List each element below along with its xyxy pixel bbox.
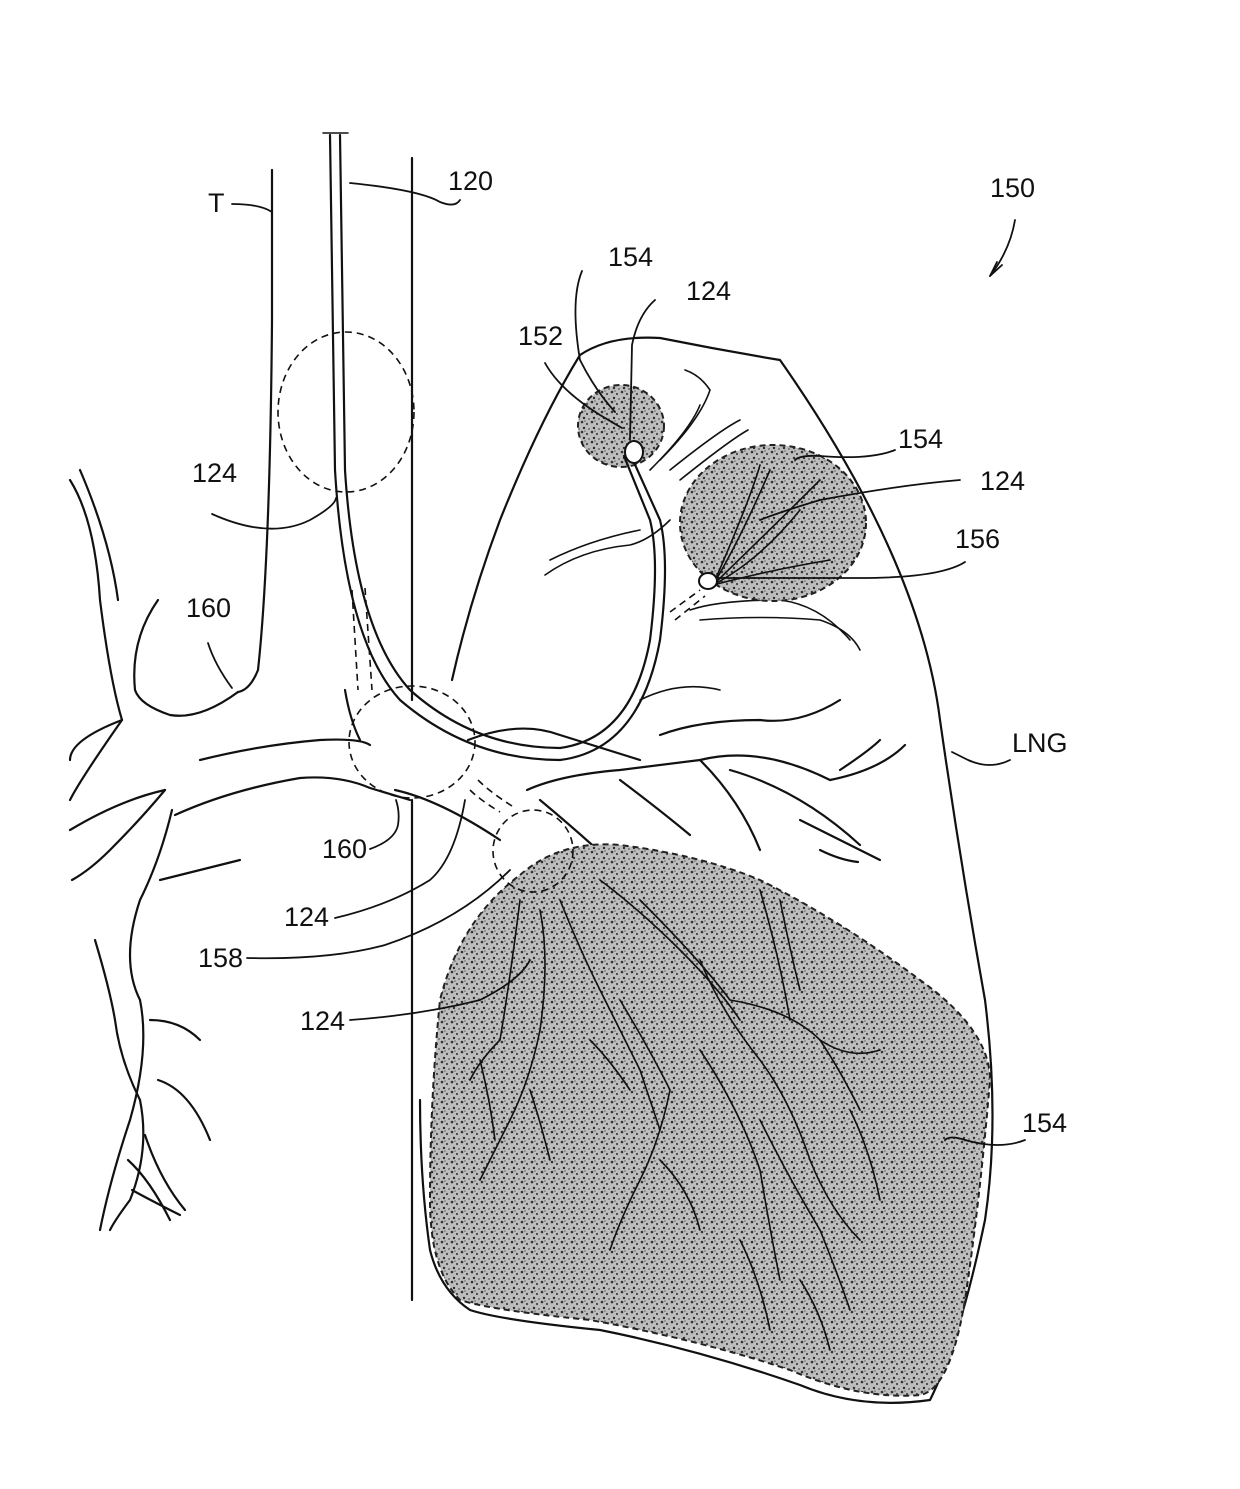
label-balloon-124-right: 124 xyxy=(980,466,1025,496)
treatment-region-lower xyxy=(430,844,990,1395)
main-bronchi xyxy=(160,690,905,890)
label-assembly-150: 150 xyxy=(990,173,1035,203)
label-region-154-top: 154 xyxy=(608,242,653,272)
label-region-154-right: 154 xyxy=(898,424,943,454)
label-trachea-T: T xyxy=(208,188,225,218)
label-balloon-124-top: 124 xyxy=(686,276,731,306)
label-balloon-124-left: 124 xyxy=(192,458,237,488)
label-region-154-lower: 154 xyxy=(1022,1108,1067,1138)
label-catheter-120: 120 xyxy=(448,166,493,196)
label-airway-160-upper: 160 xyxy=(186,593,231,623)
label-balloon-124-lower-2: 124 xyxy=(300,1006,345,1036)
label-balloon-124-lower-1: 124 xyxy=(284,902,329,932)
label-tip-152: 152 xyxy=(518,321,563,351)
label-airway-160-lower: 160 xyxy=(322,834,367,864)
label-node-158: 158 xyxy=(198,943,243,973)
label-lung-LNG: LNG xyxy=(1012,728,1068,758)
trachea xyxy=(238,158,412,1300)
treatment-region-top xyxy=(578,385,664,467)
label-node-156: 156 xyxy=(955,524,1000,554)
